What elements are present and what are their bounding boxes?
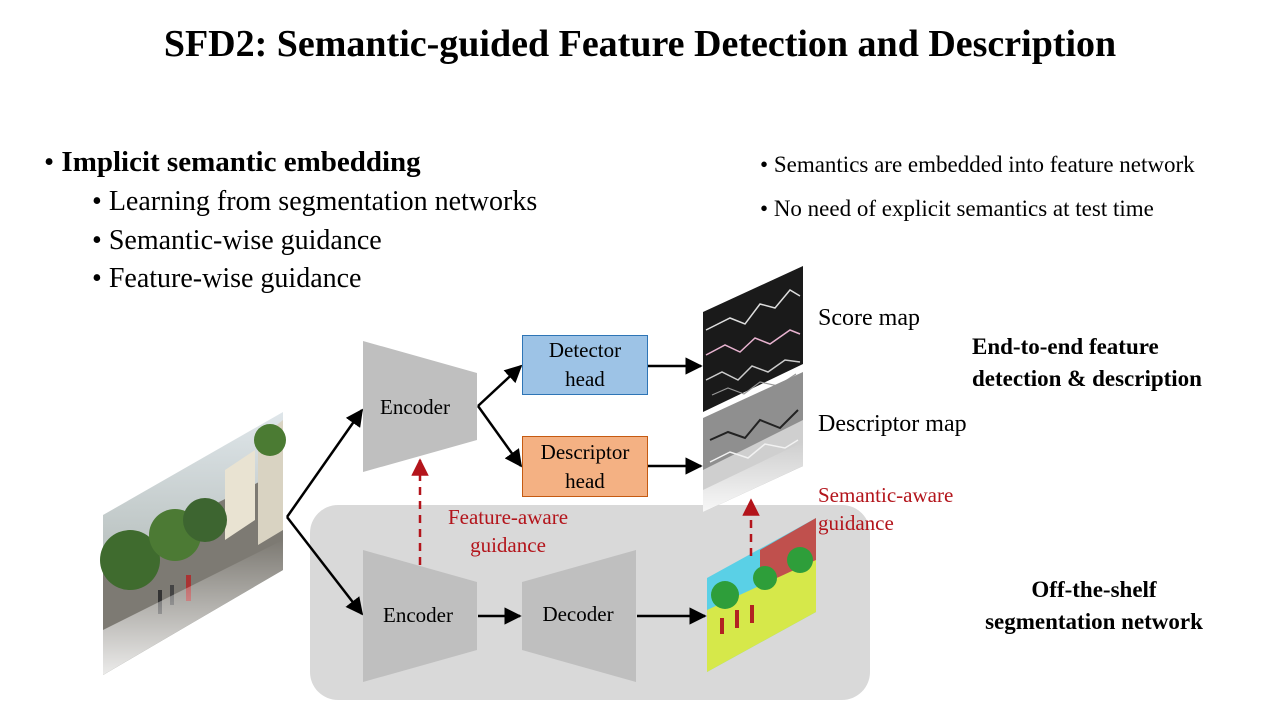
slide-title: SFD2: Semantic-guided Feature Detection …	[163, 23, 1117, 65]
descriptor-head-line2: head	[565, 468, 605, 493]
encoder-top-shape	[363, 341, 477, 472]
right-bullet-text: No need of explicit semantics at test ti…	[773, 196, 1154, 221]
feature-aware-guidance-label: Feature-aware guidance	[438, 503, 578, 559]
feature-aware-line2: guidance	[470, 533, 546, 557]
end-to-end-label: End-to-end feature detection & descripti…	[972, 331, 1202, 395]
semantic-aware-line2: guidance	[818, 511, 894, 535]
descriptor-map-label: Descriptor map	[818, 411, 967, 437]
end-to-end-line1: End-to-end feature	[972, 334, 1159, 359]
bullet-marker: •	[92, 225, 102, 256]
descriptor-head-line1: Descriptor	[540, 439, 630, 464]
decoder-shape	[522, 550, 636, 682]
descriptor-map-image	[703, 372, 803, 512]
decoder-label: Decoder	[542, 602, 614, 626]
encoder-bottom-shape	[363, 550, 477, 682]
score-map-image	[703, 266, 803, 412]
feature-aware-line1: Feature-aware	[447, 505, 569, 529]
score-map-label: Score map	[818, 305, 920, 331]
arrow-input-to-encoder-bottom	[286, 516, 364, 616]
arrow-encoder-to-detector	[477, 364, 523, 407]
end-to-end-line2: detection & description	[972, 366, 1202, 391]
off-the-shelf-label: Off-the-shelf segmentation network	[960, 574, 1228, 638]
detector-head: Detector head	[522, 335, 648, 395]
bullet-sub-3: • Feature-wise guidance	[92, 263, 361, 295]
right-bullet-2: • No need of explicit semantics at test …	[760, 196, 1154, 222]
bullet-marker: •	[760, 152, 769, 177]
off-the-shelf-line1: Off-the-shelf	[1031, 577, 1157, 602]
bullet-marker: •	[92, 186, 102, 217]
segmentation-output-image	[707, 518, 816, 672]
bullet-main-text: Implicit semantic embedding	[61, 146, 421, 178]
semantic-aware-guidance-label: Semantic-aware guidance	[818, 481, 953, 537]
bullet-sub-2: • Semantic-wise guidance	[92, 225, 382, 257]
input-image	[100, 412, 286, 675]
encoder-bottom-label: Encoder	[383, 603, 453, 627]
semantic-aware-line1: Semantic-aware	[818, 483, 954, 507]
bullet-marker: •	[760, 196, 769, 221]
bullet-main: • Implicit semantic embedding	[44, 146, 421, 179]
detector-head-line1: Detector	[548, 338, 622, 362]
bullet-sub-1: • Learning from segmentation networks	[92, 186, 537, 218]
arrow-input-to-encoder-top	[285, 408, 364, 518]
bullet-marker: •	[92, 263, 102, 294]
right-bullet-1: • Semantics are embedded into feature ne…	[760, 152, 1195, 178]
bullet-sub-text: Feature-wise guidance	[108, 263, 362, 294]
detector-head-line2: head	[565, 367, 605, 391]
arrow-encoder-to-descriptor	[476, 405, 523, 468]
bullet-marker: •	[44, 146, 55, 178]
bullet-sub-text: Semantic-wise guidance	[108, 225, 382, 256]
off-the-shelf-line2: segmentation network	[985, 609, 1203, 634]
right-bullet-text: Semantics are embedded into feature netw…	[773, 152, 1195, 177]
descriptor-head: Descriptor head	[522, 436, 648, 497]
bullet-sub-text: Learning from segmentation networks	[108, 186, 538, 217]
encoder-top-label: Encoder	[380, 395, 450, 419]
